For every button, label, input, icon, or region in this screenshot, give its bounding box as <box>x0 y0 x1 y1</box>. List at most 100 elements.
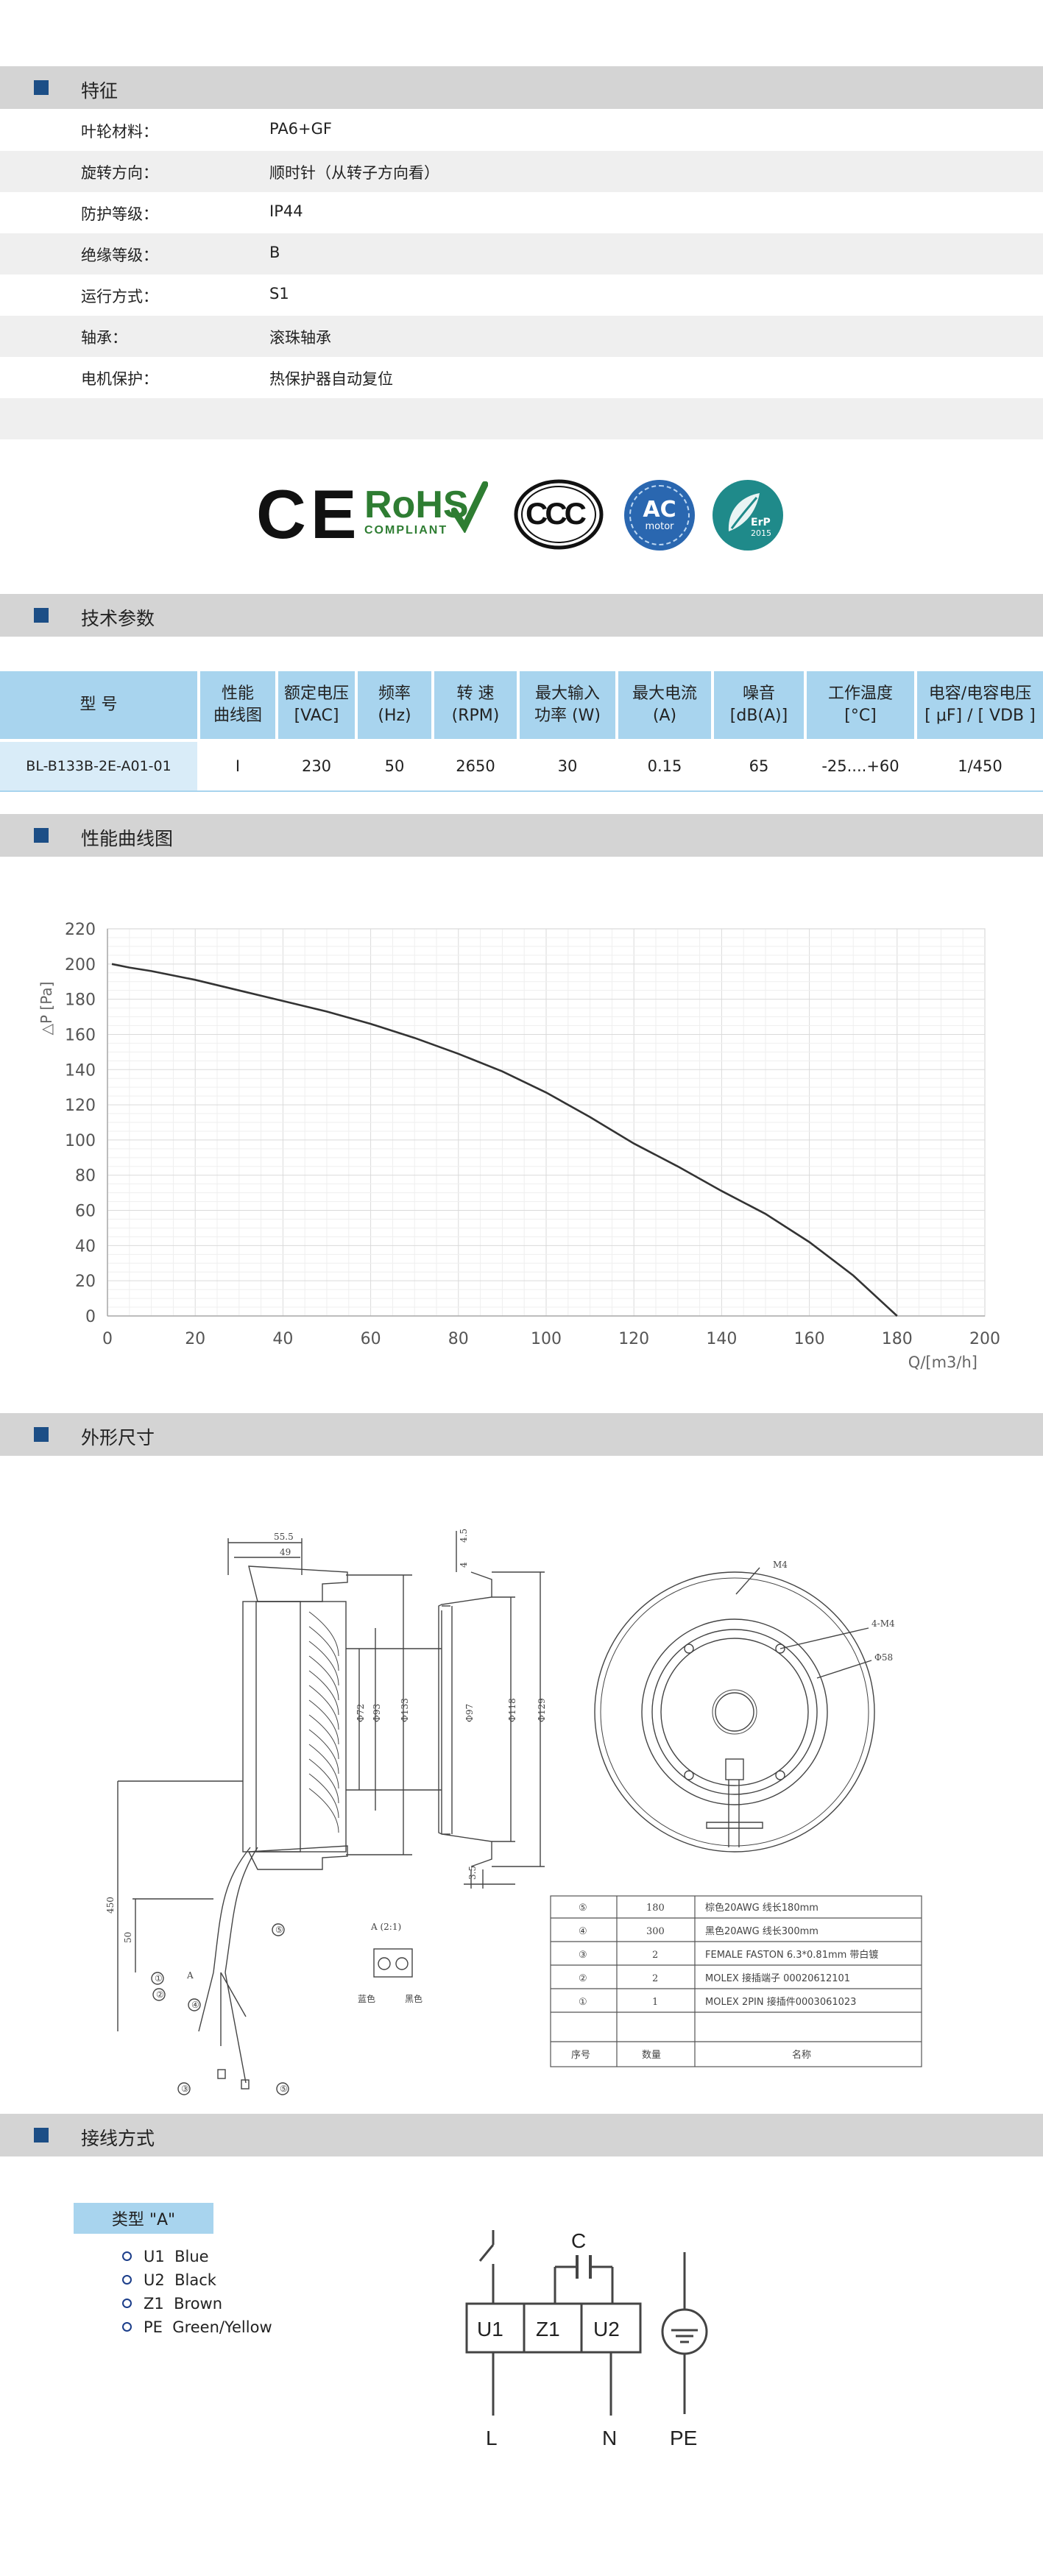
y-tick-label: 40 <box>75 1237 96 1256</box>
profile-view: 4 4.5 Φ97 Φ118 Φ129 3.5 <box>438 1529 547 1889</box>
dim-label: Φ133 <box>400 1698 410 1722</box>
spec-cell: 0.15 <box>647 757 682 775</box>
erp-logo: ErP 2015 <box>713 480 783 551</box>
dim-label: Φ129 <box>537 1698 547 1722</box>
capacitor-label: C <box>571 2229 586 2252</box>
chart-grid <box>107 928 986 1317</box>
dimension-drawing: 55.5 49 Φ72 Φ93 Φ133 450 50 <box>105 1529 922 2095</box>
x-tick-label: 200 <box>969 1330 1000 1348</box>
section-bar-curve: 性能曲线图 <box>0 814 1043 857</box>
y-tick-label: 0 <box>85 1308 96 1326</box>
y-tick-label: 20 <box>75 1273 96 1291</box>
feature-value: 滚珠轴承 <box>269 329 331 347</box>
feature-label: 防护等级： <box>81 205 158 223</box>
dim-label: 4 <box>459 1562 469 1568</box>
dim-label: 4-M4 <box>871 1618 895 1629</box>
y-tick-label: 80 <box>75 1167 96 1186</box>
svg-text:④: ④ <box>579 1926 587 1937</box>
section-title: 接线方式 <box>81 2128 155 2149</box>
section-bar-features: 特征 <box>0 66 1043 109</box>
y-axis-label: △P [Pa] <box>38 982 55 1036</box>
spec-header-cell: 工作温度[°C] <box>807 671 914 739</box>
wire-color-label: 蓝色 <box>358 1994 375 2004</box>
y-tick-label: 160 <box>65 1026 96 1044</box>
y-tick-label: 220 <box>65 921 96 939</box>
dim-label: Φ72 <box>356 1704 366 1722</box>
wiring-diagram: C U1 Z1 U2 L N PE <box>465 2229 708 2449</box>
y-tick-label: 100 <box>65 1132 96 1150</box>
spec-header-cell: 型 号 <box>0 671 197 739</box>
spec-table-header: 型 号 性能曲线图 额定电压[VAC] 频率(Hz) 转 速(RPM) 最大输入… <box>0 671 1043 739</box>
neutral-label: N <box>602 2427 617 2449</box>
y-tick-label: 120 <box>65 1097 96 1115</box>
spec-header-cell: 性能曲线图 <box>200 671 275 739</box>
dim-label: 4.5 <box>459 1529 469 1543</box>
feature-row: 轴承： 滚珠轴承 <box>0 316 1043 357</box>
svg-text:棕色20AWG 线长180mm: 棕色20AWG 线长180mm <box>705 1902 819 1914</box>
series-line <box>111 963 898 1317</box>
svg-text:数量: 数量 <box>642 2050 661 2061</box>
fan-blades <box>308 1611 339 1833</box>
leaf-icon <box>728 493 760 531</box>
feature-value: 热保护器自动复位 <box>269 370 393 388</box>
spec-cell: 30 <box>557 757 578 775</box>
bullet-icon <box>122 2321 132 2332</box>
wiring-legend-item: U2 Black <box>122 2271 216 2289</box>
wiring-legend-item: Z1 Brown <box>122 2295 222 2313</box>
spec-header-cell: 额定电压[VAC] <box>278 671 355 739</box>
terminal-label: Z1 <box>536 2318 560 2340</box>
svg-text:MOLEX 接插端子 00020612101: MOLEX 接插端子 00020612101 <box>705 1972 850 1984</box>
section-marker <box>34 828 49 843</box>
svg-text:300: 300 <box>646 1926 665 1937</box>
section-title: 技术参数 <box>81 608 155 629</box>
y-tick-label: 60 <box>75 1203 96 1221</box>
section-marker <box>34 80 49 95</box>
dim-label: Φ93 <box>372 1704 382 1722</box>
ac-motor-logo: AC motor <box>624 480 695 551</box>
section-bar-tech: 技术参数 <box>0 594 1043 637</box>
dim-label: Φ97 <box>464 1704 475 1722</box>
feature-label: 运行方式： <box>81 288 158 305</box>
front-view: M4 4-M4 Φ58 <box>594 1560 895 1853</box>
wiring-legend-item: U1 Blue <box>122 2248 209 2265</box>
x-tick-label: 40 <box>272 1330 293 1348</box>
feature-label: 叶轮材料： <box>81 123 158 141</box>
svg-text:名称: 名称 <box>792 2049 811 2061</box>
feature-row: 运行方式： S1 <box>0 275 1043 316</box>
spec-cell: 65 <box>749 757 769 775</box>
feature-label: 轴承： <box>81 329 127 347</box>
svg-text:MOLEX 2PIN 接插件0003061023: MOLEX 2PIN 接插件0003061023 <box>705 1996 856 2008</box>
section-marker <box>34 2128 49 2142</box>
spec-cell: -25....+60 <box>821 757 899 775</box>
spec-cell-model: BL-B133B-2E-A01-01 <box>0 742 197 790</box>
feature-row: 旋转方向： 顺时针（从转子方向看） <box>0 151 1043 192</box>
dim-label: 450 <box>105 1897 116 1914</box>
section-title: 外形尺寸 <box>81 1427 155 1448</box>
x-tick-label: 100 <box>531 1330 562 1348</box>
feature-value: S1 <box>269 285 289 302</box>
feature-label: 绝缘等级： <box>81 247 158 264</box>
spec-cell: 1/450 <box>958 757 1003 775</box>
section-bar-dims: 外形尺寸 <box>0 1413 1043 1456</box>
x-tick-label: 160 <box>794 1330 825 1348</box>
dim-label: 50 <box>123 1932 133 1943</box>
x-axis-label: Q/[m3/h] <box>908 1354 977 1371</box>
spec-cell: 230 <box>301 757 332 775</box>
spec-header-cell: 最大输入功率 (W) <box>520 671 615 739</box>
section-title: 性能曲线图 <box>81 828 174 849</box>
dim-label: Φ58 <box>874 1652 893 1663</box>
dim-label: 55.5 <box>274 1532 294 1542</box>
spec-cell: 50 <box>384 757 405 775</box>
connector-detail: A (2:1) 蓝色 黑色 <box>358 1922 422 2004</box>
wiring-legend-item: PE Green/Yellow <box>122 2318 272 2336</box>
section-title: 特征 <box>81 80 119 102</box>
svg-text:②: ② <box>579 1973 587 1984</box>
feature-label: 电机保护： <box>81 370 158 388</box>
feature-row: 叶轮材料： PA6+GF <box>0 110 1043 151</box>
terminal-label: U1 <box>477 2318 503 2340</box>
callout: ③ <box>181 2084 189 2094</box>
feature-value: PA6+GF <box>269 120 332 138</box>
